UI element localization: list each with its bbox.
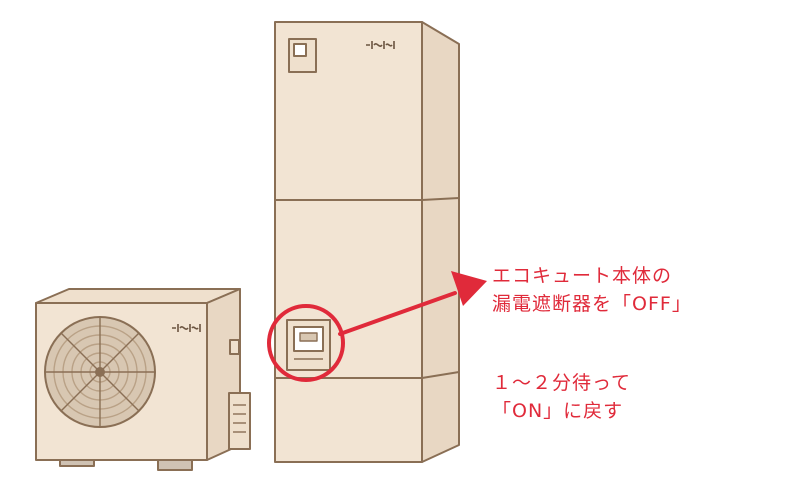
heat-pump-unit (35, 288, 251, 471)
tank-logo (366, 41, 395, 49)
storage-tank-unit (274, 21, 460, 463)
instruction-step-1-line-2: 漏電遮断器を「OFF」 (492, 293, 692, 315)
tank-side (421, 21, 460, 463)
instruction-step-1: エコキュート本体の 漏電遮断器を「OFF」 (492, 262, 692, 318)
highlight-circle-icon (267, 304, 345, 382)
instruction-step-2-line-1: １～２分待って (492, 372, 632, 394)
tank-display-icon (288, 38, 317, 73)
instruction-step-2-line-2: 「ON」に戻す (492, 400, 624, 422)
instruction-step-2: １～２分待って 「ON」に戻す (492, 369, 631, 425)
fan-grille-icon (44, 316, 156, 428)
heat-pump-side-cover (228, 392, 251, 450)
heat-pump-handle (229, 339, 240, 355)
heat-pump-logo (172, 324, 201, 332)
breaker-panel-icon (286, 319, 331, 371)
tank-front (274, 21, 423, 463)
pointer-arrow-icon (338, 271, 487, 336)
instruction-step-1-line-1: エコキュート本体の (492, 265, 673, 287)
